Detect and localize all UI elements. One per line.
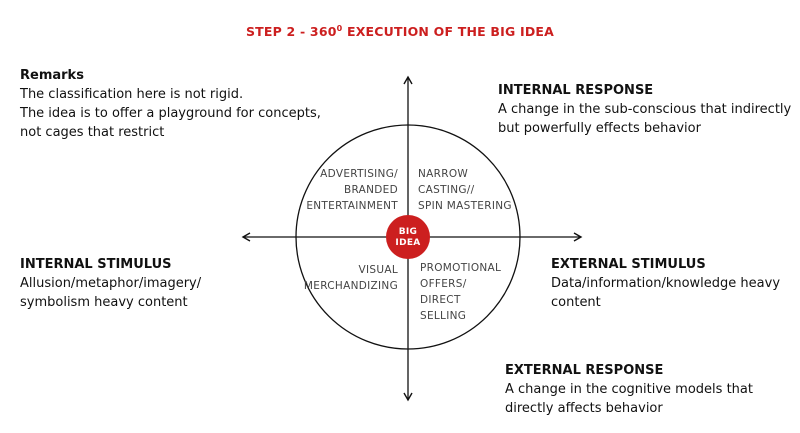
- remarks-heading: Remarks: [20, 68, 84, 83]
- big-idea-badge: [386, 215, 430, 259]
- external-response-heading: EXTERNAL RESPONSE: [505, 363, 664, 378]
- remarks-line: not cages that restrict: [20, 125, 165, 140]
- big-idea-label: BIG IDEA: [385, 220, 431, 256]
- quadrant-line: MERCHANDIZING: [303, 280, 398, 292]
- external-response-block: EXTERNAL RESPONSE A change in the cognit…: [505, 361, 753, 418]
- internal-response-block: INTERNAL RESPONSE A change in the sub-co…: [498, 81, 791, 138]
- quadrant-line: VISUAL: [358, 264, 398, 276]
- internal-response-heading: INTERNAL RESPONSE: [498, 83, 654, 98]
- page-title: STEP 2 - 3600 EXECUTION OF THE BIG IDEA: [245, 24, 555, 39]
- quadrant-line: ADVERTISING/: [320, 168, 398, 180]
- remarks-line: The classification here is not rigid.: [20, 87, 244, 102]
- big-idea-line: BIG: [398, 227, 418, 237]
- quadrant-line: SELLING: [420, 310, 467, 322]
- big-idea-line: IDEA: [395, 238, 421, 248]
- quadrant-line: CASTING//: [418, 184, 475, 196]
- quadrant-line: SPIN MASTERING: [418, 200, 512, 212]
- quadrant-line: DIRECT: [420, 294, 461, 306]
- internal-response-line: but powerfully effects behavior: [498, 121, 701, 136]
- quadrant-top-right: NARROW CASTING// SPIN MASTERING: [418, 166, 512, 214]
- quadrant-bottom-left: VISUAL MERCHANDIZING: [304, 262, 398, 294]
- quadrant-line: BRANDED: [343, 184, 398, 196]
- quadrant-line: NARROW: [418, 168, 469, 180]
- internal-stimulus-heading: INTERNAL STIMULUS: [20, 257, 172, 272]
- quadrant-line: PROMOTIONAL: [420, 262, 502, 274]
- quadrant-bottom-right: PROMOTIONAL OFFERS/ DIRECT SELLING: [420, 260, 501, 324]
- internal-stimulus-line: symbolism heavy content: [20, 295, 188, 310]
- external-response-line: directly affects behavior: [505, 401, 663, 416]
- internal-stimulus-block: INTERNAL STIMULUS Allusion/metaphor/imag…: [20, 255, 201, 312]
- internal-stimulus-line: Allusion/metaphor/imagery/: [20, 276, 202, 291]
- external-response-line: A change in the cognitive models that: [505, 382, 753, 397]
- quadrant-line: ENTERTAINMENT: [306, 200, 398, 212]
- external-stimulus-heading: EXTERNAL STIMULUS: [551, 257, 706, 272]
- external-stimulus-line: content: [551, 295, 601, 310]
- external-stimulus-line: Data/information/knowledge heavy: [551, 276, 781, 291]
- quadrant-top-left: ADVERTISING/ BRANDED ENTERTAINMENT: [306, 166, 398, 214]
- internal-response-line: A change in the sub-conscious that indir…: [498, 102, 792, 117]
- external-stimulus-block: EXTERNAL STIMULUS Data/information/knowl…: [551, 255, 780, 312]
- remarks-block: Remarks The classification here is not r…: [20, 66, 321, 142]
- quadrant-line: OFFERS/: [420, 278, 467, 290]
- remarks-line: The idea is to offer a playground for co…: [20, 106, 321, 121]
